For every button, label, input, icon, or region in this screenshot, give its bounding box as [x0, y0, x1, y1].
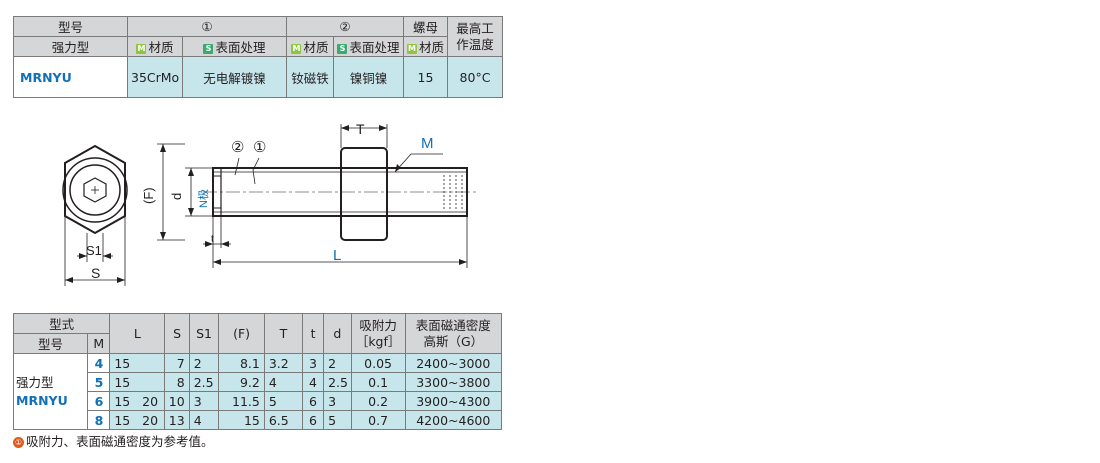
cell-L: 15: [109, 372, 166, 392]
cell-t: 3: [301, 353, 325, 373]
spec-header-part2: ②: [286, 16, 404, 37]
table-row: 6 15 20 10 3 11.5 5 6 3 0.2 3900~4300: [14, 391, 503, 411]
table-row: 8 15 20 13 4 15 6.5 6 5 0.7 4200~4600: [14, 410, 503, 430]
cell-F: 9.2: [218, 372, 265, 392]
cell-force: 0.05: [350, 353, 406, 373]
cell-S: 8: [164, 372, 190, 392]
header-t: t: [301, 313, 325, 354]
label-part1: ①: [253, 139, 266, 156]
spec-header-part1: ①: [127, 16, 287, 37]
surface-badge-icon: S: [337, 44, 348, 54]
cell-d: 2.5: [323, 372, 352, 392]
side-view: [203, 147, 477, 241]
spec-header-max-temp: 最高工作温度: [447, 16, 503, 57]
dimension-table: 型式 L S S1 (F) T t d 吸附力［kgf］ 表面磁通密度高斯（G）…: [12, 313, 503, 430]
label-F: (F): [141, 187, 156, 204]
label-d: d: [169, 193, 184, 200]
spec-header-type: 强力型: [13, 36, 128, 57]
cell-S1: 3: [188, 391, 220, 411]
spec-max-temp: 80°C: [447, 56, 503, 98]
cell-T: 4: [263, 372, 303, 392]
header-model: 型号: [12, 333, 89, 354]
table-row: 5 15 8 2.5 9.2 4 4 2.5 0.1 3300~3800: [14, 372, 503, 392]
cell-T: 5: [263, 391, 303, 411]
cell-force: 0.2: [350, 391, 406, 411]
cell-t: 6: [301, 410, 325, 430]
cell-L: 15 20: [109, 410, 166, 430]
cell-force: 0.1: [350, 372, 406, 392]
cell-L: 15: [109, 353, 166, 373]
cell-S1: 2.5: [188, 372, 220, 392]
cell-density: 4200~4600: [404, 410, 503, 430]
material-badge-icon: M: [407, 44, 417, 54]
label-L: L: [333, 247, 341, 264]
cell-d: 5: [323, 410, 352, 430]
cell-S1: 4: [188, 410, 220, 430]
header-force: 吸附力［kgf］: [350, 313, 406, 354]
spec-header-model: 型号: [13, 16, 128, 37]
cell-T: 3.2: [263, 353, 303, 373]
cell-S: 7: [164, 353, 190, 373]
cell-T: 6.5: [263, 410, 303, 430]
header-F: (F): [218, 313, 265, 354]
cell-t: 4: [301, 372, 325, 392]
cell-d: 2: [323, 353, 352, 373]
spec-p2-material: 钕磁铁: [286, 56, 334, 98]
cell-L: 15 20: [109, 391, 166, 411]
spec-p1-material: 35CrMo: [127, 56, 183, 98]
cell-density: 3300~3800: [404, 372, 503, 392]
label-t: t: [211, 234, 214, 245]
cell-F: 11.5: [218, 391, 265, 411]
end-view: [62, 144, 128, 235]
header-M: M: [87, 333, 111, 354]
material-badge-icon: M: [136, 44, 147, 54]
cell-force: 0.7: [350, 410, 406, 430]
cell-density: 2400~3000: [404, 353, 503, 373]
label-M: M: [421, 135, 434, 152]
label-S: S: [91, 265, 100, 281]
cell-F: 15: [218, 410, 265, 430]
header-L: L: [109, 313, 166, 354]
material-badge-icon: M: [291, 44, 302, 54]
spec-nut-material: 15: [403, 56, 448, 98]
header-T: T: [263, 313, 303, 354]
technical-drawing: ② ① T M d (F) N极 t L S1 S: [62, 121, 477, 286]
surface-badge-icon: S: [203, 44, 214, 54]
cell-M: 5: [87, 372, 111, 392]
cell-t: 6: [301, 391, 325, 411]
label-part2: ②: [231, 139, 244, 156]
note-mark-icon: ①: [13, 437, 24, 448]
header-d: d: [323, 313, 352, 354]
spec-header-nut: 螺母: [403, 16, 448, 37]
cell-M: 6: [87, 391, 111, 411]
cell-density: 3900~4300: [404, 391, 503, 411]
label-S1: S1: [86, 243, 102, 258]
header-S1: S1: [188, 313, 220, 354]
cell-S: 13: [164, 410, 190, 430]
cell-S1: 2: [188, 353, 220, 373]
cell-F: 8.1: [218, 353, 265, 373]
header-S: S: [164, 313, 190, 354]
header-type: 型式: [12, 313, 111, 334]
label-T: T: [356, 121, 365, 137]
cell-M: 8: [87, 410, 111, 430]
footnote-text: 吸附力、表面磁通密度为参考值。: [26, 434, 214, 449]
spec-p1-surface: 无电解镀镍: [182, 56, 287, 98]
spec-p2-surface: 镍铜镍: [333, 56, 404, 98]
label-n-pole: N极: [196, 189, 210, 208]
cell-d: 3: [323, 391, 352, 411]
cell-S: 10: [164, 391, 190, 411]
spec-model: MRNYU: [13, 56, 128, 98]
header-density: 表面磁通密度高斯（G）: [404, 313, 503, 354]
cell-M: 4: [87, 353, 111, 373]
